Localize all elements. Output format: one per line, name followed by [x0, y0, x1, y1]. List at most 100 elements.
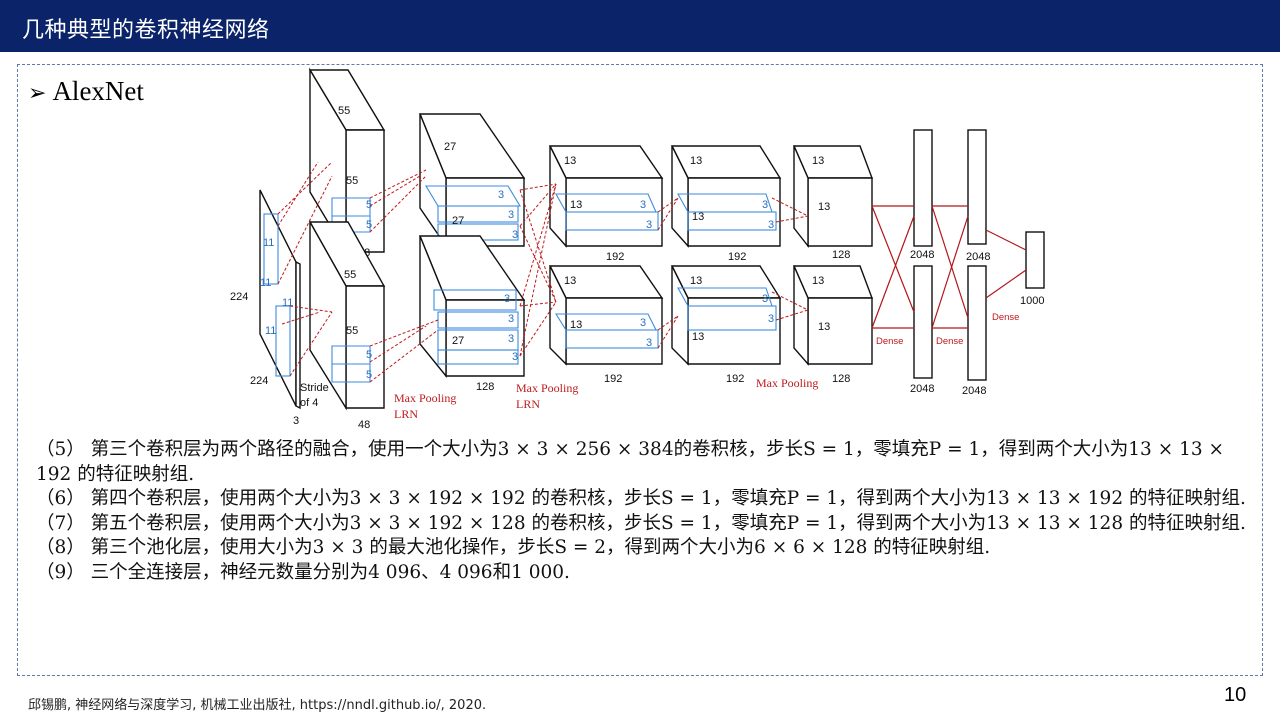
input-conv1-connectors: [277, 161, 333, 377]
conv1-upper-k2: 5: [366, 219, 372, 231]
paragraph-5: （5） 第三个卷积层为两个路径的融合，使用一个大小为3 × 3 × 256 × …: [36, 439, 1225, 485]
conv2-lower-depth: 128: [476, 381, 494, 393]
conv5-lower-depth: 128: [832, 373, 850, 385]
input-width-label: 224: [250, 375, 268, 387]
conv5-upper-h: 13: [812, 155, 824, 167]
conv4-lower-w: 13: [692, 331, 704, 343]
conv2-lower-k4: 3: [512, 351, 518, 363]
conv2-lower-k1: 3: [504, 293, 510, 305]
fully-connected-layers: 2048 2048 2048 2048 1000 Dense Dense Den…: [871, 129, 1045, 397]
conv1-upper-w: 55: [346, 175, 358, 187]
stride-label: Stride: [300, 382, 329, 394]
conv4-conv5-connectors: [771, 197, 809, 321]
paragraph-9: （9） 三个全连接层，神经元数量分别为4 096、4 096和1 000.: [36, 561, 570, 583]
conv1-lower: 55 55 5 5 48: [308, 219, 386, 431]
paragraph-7: （7） 第五个卷积层，使用两个大小为3 × 3 × 192 × 128 的卷积核…: [36, 512, 1246, 534]
conv5-lower-h: 13: [812, 275, 824, 287]
dense-label-1: Dense: [876, 336, 903, 347]
conv3-lower-depth: 192: [604, 373, 622, 385]
input-kernel-label-top2: 11: [260, 277, 271, 289]
conv1-lower-k2: 5: [366, 369, 372, 381]
conv2-upper-k3: 3: [512, 229, 518, 241]
conv1-lower-k1: 5: [366, 349, 372, 361]
pool2-label: Max Pooling: [516, 381, 578, 395]
conv5-upper: 13 13 128: [792, 145, 874, 261]
conv3-upper-h: 13: [564, 155, 576, 167]
input-height-label: 224: [230, 291, 248, 303]
conv3-upper-k1: 3: [640, 199, 646, 211]
conv4-upper-h: 13: [690, 155, 702, 167]
conv3-upper: 13 13 3 3 192: [548, 145, 664, 263]
input-depth-label: 3: [293, 415, 299, 427]
fc2-upper-label: 2048: [966, 251, 990, 263]
conv3-conv4-connectors: [657, 197, 679, 349]
input-kernel-label-top: 11: [263, 237, 274, 249]
conv1-conv2-connectors: [369, 169, 439, 383]
citation-footer: 邱锡鹏, 神经网络与深度学习, 机械工业出版社, https://nndl.gi…: [28, 698, 487, 713]
paragraph-8: （8） 第三个池化层，使用大小为3 × 3 的最大池化操作，步长S = 2，得到…: [36, 537, 991, 558]
output-layer: [1025, 231, 1045, 289]
conv3-upper-k2: 3: [646, 219, 652, 231]
conv2-lower: 3 3 3 3 27 128: [418, 235, 526, 393]
conv2-upper-w: 27: [452, 215, 464, 227]
conv3-upper-w: 13: [570, 199, 582, 211]
fc1-upper-label: 2048: [910, 249, 934, 261]
conv5-upper-w: 13: [818, 201, 830, 213]
conv3-lower-k2: 3: [646, 337, 652, 349]
fc1-upper: [913, 129, 933, 247]
dense-label-2: Dense: [936, 336, 963, 347]
pool1-label: Max Pooling: [394, 391, 456, 405]
conv2-upper-k2: 3: [508, 209, 514, 221]
conv2-upper-k1: 3: [498, 189, 504, 201]
title-bar: 几种典型的卷积神经网络: [0, 0, 1280, 52]
conv4-lower: 13 13 3 3 192: [670, 265, 782, 385]
section-heading: ➢AlexNet: [28, 76, 144, 107]
conv5-upper-depth: 128: [832, 249, 850, 261]
conv2-lower-k2: 3: [508, 313, 514, 325]
conv2-lower-k3: 3: [508, 333, 514, 345]
stride-label-2: of 4: [300, 397, 318, 409]
page-number: 10: [1224, 684, 1247, 706]
input-layer: 11 11 11 11 224 224 3 Stride of 4: [230, 189, 329, 427]
conv1-lower-h: 55: [344, 269, 356, 281]
conv2-conv3-connectors: [519, 183, 557, 357]
conv1-upper-h: 55: [338, 105, 350, 117]
dense-label-3: Dense: [992, 312, 1019, 323]
conv2-upper-h: 27: [444, 141, 456, 153]
output-label: 1000: [1020, 295, 1044, 307]
conv4-lower-k1: 3: [762, 293, 768, 305]
conv4-lower-h: 13: [690, 275, 702, 287]
conv3-lower-w: 13: [570, 319, 582, 331]
conv4-upper-w: 13: [692, 211, 704, 223]
conv3-lower-k1: 3: [640, 317, 646, 329]
content-frame: [17, 64, 1263, 676]
conv5-lower: 13 13 128: [792, 265, 874, 385]
input-kernel-label-bottom: 11: [282, 297, 293, 309]
conv1-lower-depth: 48: [358, 419, 370, 431]
pool3-label: Max Pooling: [756, 376, 818, 390]
conv4-upper: 13 13 3 3 192: [670, 145, 782, 263]
section-heading-text: AlexNet: [52, 76, 144, 106]
fc2-upper: [967, 129, 987, 245]
fc2-lower-label: 2048: [962, 385, 986, 397]
fc1-lower: [913, 265, 933, 379]
lrn2-label: LRN: [516, 397, 540, 411]
conv4-upper-depth: 192: [728, 251, 746, 263]
conv2-lower-w: 27: [452, 335, 464, 347]
lrn1-label: LRN: [394, 407, 418, 421]
conv4-upper-k1: 3: [762, 199, 768, 211]
alexnet-architecture-diagram: 11 11 11 11 224 224 3 Stride of 4 55 55 …: [230, 67, 1045, 431]
conv4-lower-k2: 3: [768, 313, 774, 325]
paragraph-6: （6） 第四个卷积层，使用两个大小为3 × 3 × 192 × 192 的卷积核…: [36, 488, 1246, 509]
fc2-lower: [967, 265, 987, 381]
conv5-lower-w: 13: [818, 321, 830, 333]
fc1-lower-label: 2048: [910, 383, 934, 395]
description-text: （5） 第三个卷积层为两个路径的融合，使用一个大小为3 × 3 × 256 × …: [36, 438, 1250, 585]
conv3-lower: 13 13 3 3 192: [548, 265, 664, 385]
conv1-upper-k1: 5: [366, 199, 372, 211]
conv3-lower-h: 13: [564, 275, 576, 287]
conv4-upper-k2: 3: [768, 219, 774, 231]
conv3-upper-depth: 192: [606, 251, 624, 263]
conv4-lower-depth: 192: [726, 373, 744, 385]
arrow-bullet-icon: ➢: [28, 80, 47, 105]
